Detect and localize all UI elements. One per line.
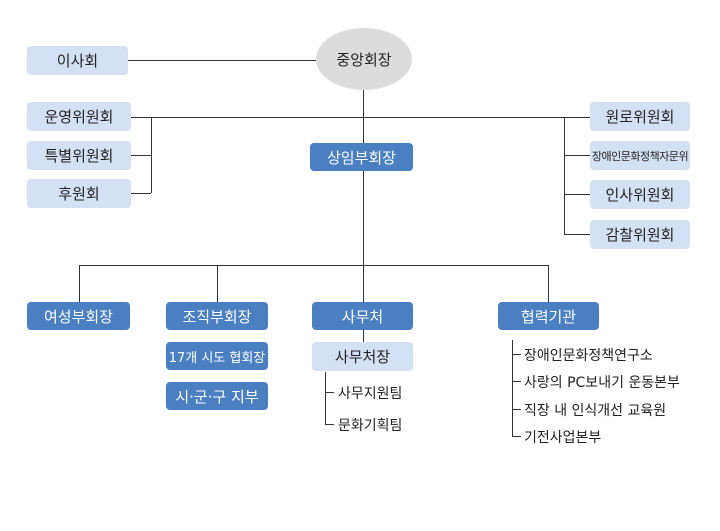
connector-coop-2: [512, 381, 521, 382]
left-committee-2: 특별위원회: [27, 141, 131, 170]
secretariat-head: 사무처장: [312, 342, 413, 371]
division-cooperation: 협력기관: [498, 302, 599, 330]
division-women: 여성부회장: [27, 302, 130, 330]
connector-div-org: [217, 265, 218, 303]
connector-left-2: [131, 155, 151, 156]
coop-org-3: 직장 내 인식개선 교육원: [524, 403, 667, 419]
connector-right-2: [564, 155, 590, 156]
connector-div-sec: [363, 265, 364, 303]
connector-main-vertical: [363, 90, 364, 147]
connector-coop-3: [512, 409, 521, 410]
org-sub-2: 시·군·구 지부: [166, 382, 268, 410]
secretariat-team-1: 사무지원팀: [338, 386, 403, 402]
connector-right-vertical: [564, 117, 565, 234]
connector-division-horizontal: [79, 265, 549, 266]
division-organization: 조직부회장: [166, 302, 268, 330]
connector-div-women: [79, 265, 80, 303]
connector-sec-head: [363, 329, 364, 343]
secretariat-team-2: 문화기획팀: [338, 418, 403, 434]
board-node: 이사회: [27, 46, 128, 75]
connector-right-4: [564, 234, 590, 235]
connector-committee-horizontal: [131, 117, 590, 118]
coop-org-2: 사랑의 PC보내기 운동본부: [524, 375, 680, 391]
connector-sec-teams-vertical: [325, 372, 326, 424]
left-committee-1: 운영위원회: [27, 102, 131, 131]
connector-left-vertical: [151, 117, 152, 193]
org-sub-1: 17개 시도 협회장: [166, 342, 268, 370]
connector-coop-1: [512, 354, 521, 355]
right-committee-1: 원로위원회: [590, 102, 690, 131]
division-secretariat: 사무처: [312, 302, 413, 330]
connector-sec-team-1: [325, 392, 334, 393]
connector-coop-vertical: [512, 340, 513, 436]
connector-coop-4: [512, 436, 521, 437]
coop-org-4: 기전사업본부: [524, 430, 602, 446]
right-committee-3: 인사위원회: [590, 180, 690, 209]
connector-vice-down: [363, 168, 364, 265]
connector-div-coop: [548, 265, 549, 303]
connector-right-3: [564, 194, 590, 195]
right-committee-4: 감찰위원회: [590, 220, 690, 249]
connector-sec-team-2: [325, 424, 334, 425]
chairman-node: 중앙회장: [316, 28, 412, 90]
coop-org-1: 장애인문화정책연구소: [524, 348, 653, 364]
connector-left-3: [131, 193, 151, 194]
right-committee-2: 장애인문화정책자문위: [590, 141, 690, 170]
vice-chairman-node: 상임부회장: [310, 143, 413, 171]
left-committee-3: 후원회: [27, 179, 131, 208]
connector-board: [128, 60, 316, 61]
